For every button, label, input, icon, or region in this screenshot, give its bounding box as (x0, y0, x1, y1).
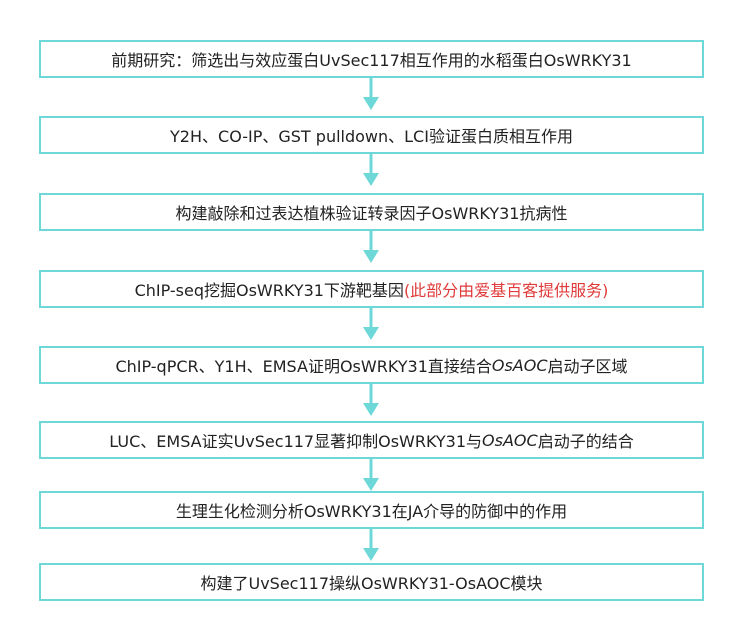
step-4-box: ChIP-seq挖掘OsWRKY31下游靶基因(此部分由爱基百客提供服务) (39, 270, 704, 308)
step-4-note: (此部分由爱基百客提供服务) (403, 281, 609, 300)
step-8-box: 构建了UvSec117操纵OsWRKY31-OsAOC模块 (39, 563, 704, 601)
step-1-text: 前期研究：筛选出与效应蛋白UvSec117相互作用的水稻蛋白OsWRKY31 (111, 51, 632, 70)
step-3-text: 构建敲除和过表达植株验证转录因子OsWRKY31抗病性 (175, 204, 568, 223)
step-2-text: Y2H、CO-IP、GST pulldown、LCI验证蛋白质相互作用 (170, 127, 573, 146)
arrow-6-icon (363, 459, 379, 491)
step-7-box: 生理生化检测分析OsWRKY31在JA介导的防御中的作用 (39, 491, 704, 529)
step-6-gene: OsAOC (482, 430, 538, 450)
arrow-2-icon (363, 154, 379, 186)
step-2-box: Y2H、CO-IP、GST pulldown、LCI验证蛋白质相互作用 (39, 116, 704, 154)
arrow-5-icon (363, 384, 379, 416)
step-5-text-pre: ChIP-qPCR、Y1H、EMSA证明OsWRKY31直接结合 (115, 357, 492, 376)
step-5-gene: OsAOC (491, 355, 548, 375)
step-6-text-pre: LUC、EMSA证实UvSec117显著抑制OsWRKY31与 (109, 432, 483, 451)
step-3-box: 构建敲除和过表达植株验证转录因子OsWRKY31抗病性 (39, 193, 704, 231)
arrow-4-icon (363, 308, 379, 340)
step-8-text: 构建了UvSec117操纵OsWRKY31-OsAOC模块 (200, 574, 543, 593)
arrow-1-icon (363, 78, 379, 110)
step-6-text-post: 启动子的结合 (537, 432, 634, 451)
step-5-text-post: 启动子区域 (547, 357, 628, 376)
step-1-box: 前期研究：筛选出与效应蛋白UvSec117相互作用的水稻蛋白OsWRKY31 (39, 40, 704, 78)
arrow-3-icon (363, 231, 379, 263)
arrow-7-icon (363, 529, 379, 561)
step-7-text: 生理生化检测分析OsWRKY31在JA介导的防御中的作用 (175, 502, 568, 521)
step-4-text: ChIP-seq挖掘OsWRKY31下游靶基因 (134, 281, 404, 300)
